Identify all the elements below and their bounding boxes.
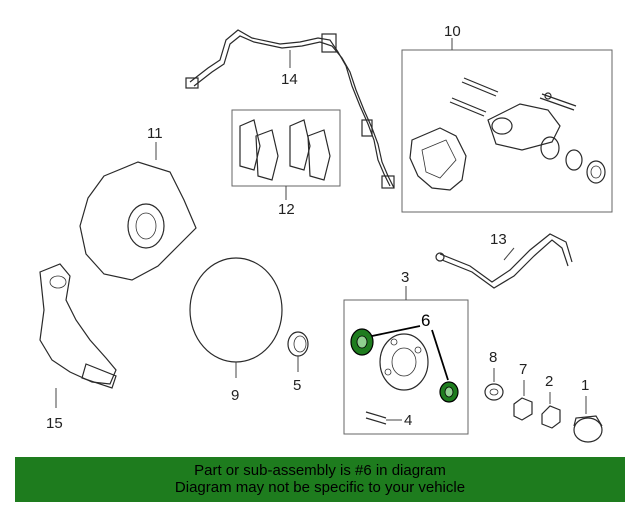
callout-15: 15 xyxy=(46,415,63,432)
part-11-dust-shield[interactable] xyxy=(79,161,197,281)
info-banner: Part or sub-assembly is #6 in diagram Di… xyxy=(15,457,625,502)
part-8-washer[interactable] xyxy=(484,383,504,401)
part-6-highlighted-component[interactable] xyxy=(350,328,459,403)
callout-7: 7 xyxy=(519,361,527,378)
part-9-o-ring[interactable] xyxy=(189,257,283,363)
banner-line-1: Part or sub-assembly is #6 in diagram xyxy=(194,462,446,479)
callout-14: 14 xyxy=(281,71,298,88)
callout-9: 9 xyxy=(231,387,239,404)
callout-8: 8 xyxy=(489,349,497,366)
part-12-brake-pads[interactable] xyxy=(231,109,341,187)
parts-diagram: 14 10 12 11 xyxy=(39,23,613,443)
part-7-nut[interactable] xyxy=(513,397,533,421)
callout-5: 5 xyxy=(293,377,301,394)
callout-11: 11 xyxy=(147,125,163,142)
part-5-seal[interactable] xyxy=(287,331,309,357)
part-15-steering-knuckle[interactable] xyxy=(39,263,117,389)
part-13-brake-hose[interactable] xyxy=(435,233,573,289)
part-14-speed-sensor-wire[interactable] xyxy=(185,29,395,189)
callout-13: 13 xyxy=(490,231,507,248)
callout-1: 1 xyxy=(581,377,589,394)
part-3-hub-assembly[interactable] xyxy=(343,299,469,435)
callout-2: 2 xyxy=(545,373,553,390)
callout-12: 12 xyxy=(278,201,295,218)
banner-line-2: Diagram may not be specific to your vehi… xyxy=(174,479,466,496)
callout-6: 6 xyxy=(421,311,430,330)
part-10-caliper-assembly[interactable] xyxy=(401,49,613,213)
callout-4: 4 xyxy=(404,412,412,429)
part-2-lock-nut[interactable] xyxy=(541,405,561,429)
callout-10: 10 xyxy=(444,23,461,40)
callout-3: 3 xyxy=(401,269,409,286)
part-1-grease-cap[interactable] xyxy=(573,415,603,443)
